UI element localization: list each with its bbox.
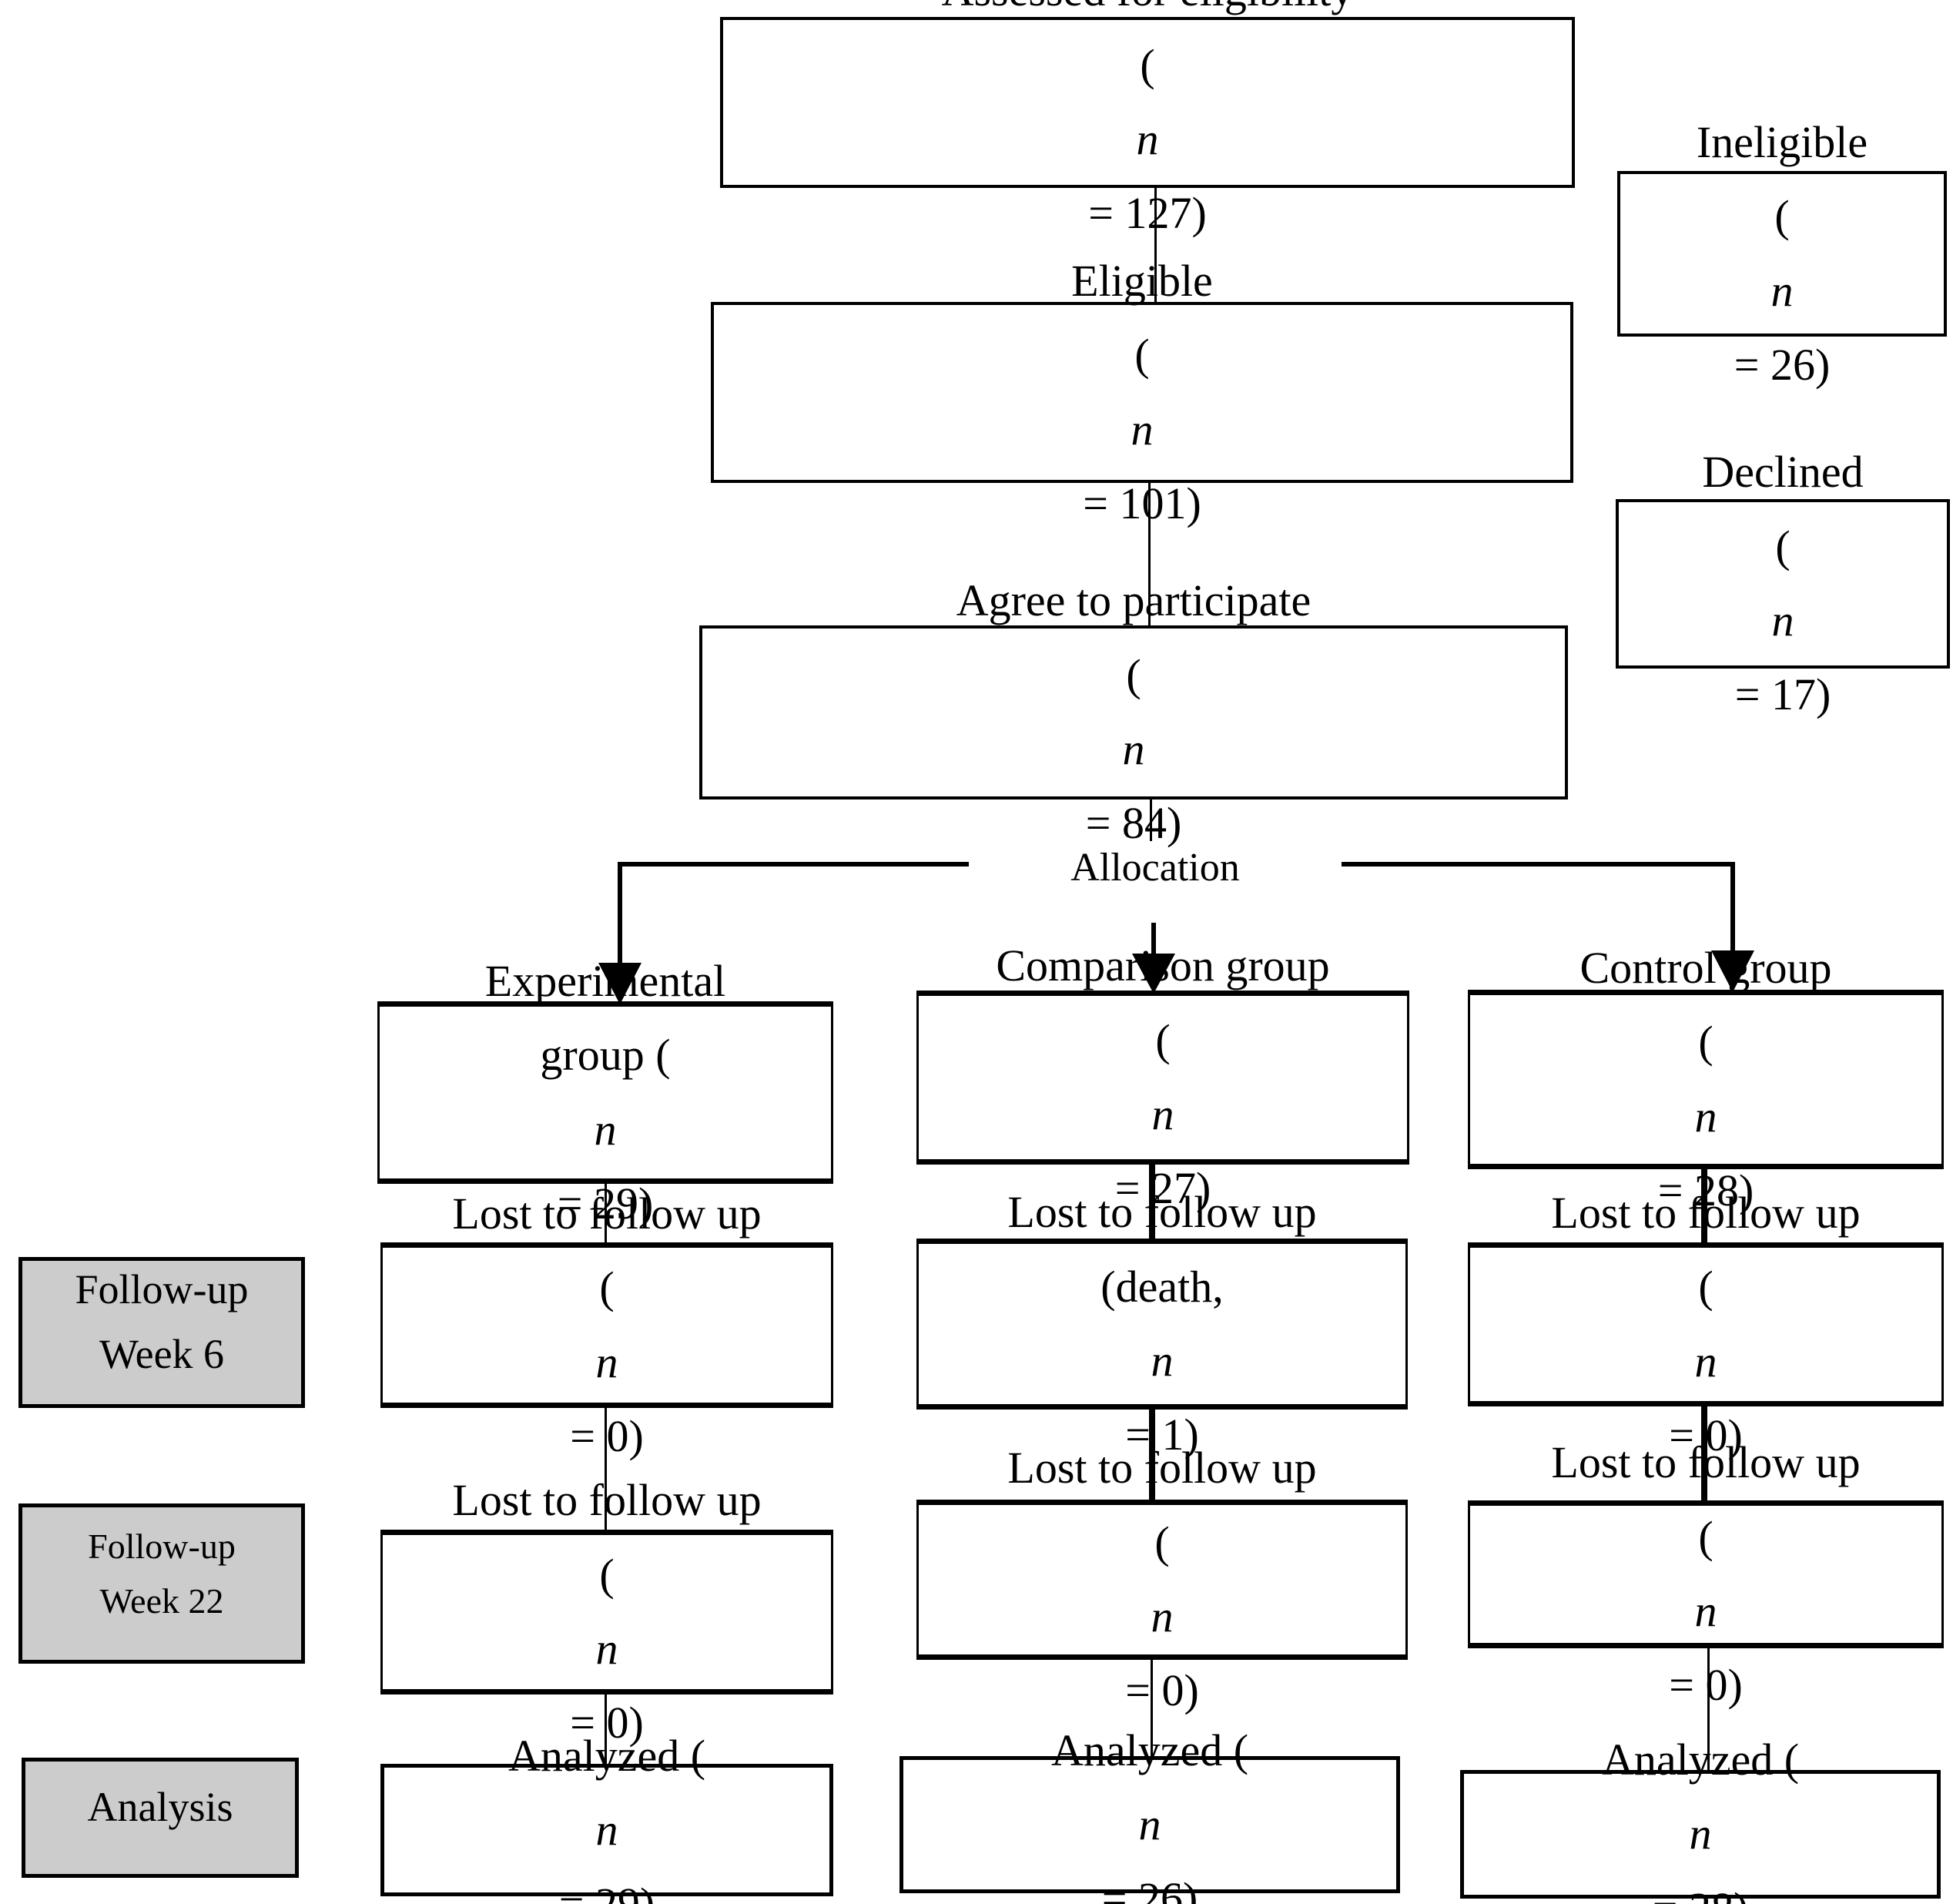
comparison-week6-box: Lost to follow up(death, n = 1) [916,1187,1408,1460]
experimental-week22-box: Lost to follow up(n = 0) [380,1475,833,1748]
allocation-line-right [1342,862,1735,867]
connector-comparison-to-week6 [1149,1165,1155,1240]
allocation-arrow-right-head-icon [1711,950,1754,992]
agree-to-participate-box: Agree to participate(n = 84) [699,575,1568,848]
connector-experimental-to-week6 [605,1184,607,1242]
experimental-week6-box: Lost to follow up(n = 0) [380,1188,833,1461]
allocation-line-left [620,862,969,867]
comparison-week22-box: Lost to follow up(n = 0) [916,1443,1408,1715]
control-week22-box: Lost to follow up(n = 0) [1468,1437,1944,1710]
eligible-box: Eligible(n = 101) [711,256,1573,528]
connector-experimental-week22-to-analysis [605,1694,607,1764]
connector-assessed-to-eligible [1154,188,1157,302]
connector-comparison-week6-to-week22 [1149,1410,1155,1500]
allocation-arrow-right-shaft [1730,862,1735,952]
comparison-analyzed-box: Analyzed (n = 26) [899,1725,1400,1904]
connector-experimental-week6-to-week22 [605,1408,607,1530]
control-group-box: Control group(n = 28) [1468,943,1944,1215]
connector-comparison-week22-to-analysis [1151,1660,1153,1756]
allocation-arrow-left-shaft [618,862,622,964]
assessed-eligibility-box: Assessed for eligibility(n = 127) [720,0,1575,238]
allocation-label: Allocation [1070,846,1240,890]
allocation-arrow-left-head-icon [598,963,642,1004]
experimental-analyzed-box: Analyzed (n = 29) [380,1731,833,1904]
connector-control-week22-to-analysis [1707,1648,1710,1770]
connector-eligible-to-agree [1148,483,1151,625]
allocation-arrow-middle-shaft [1151,923,1156,955]
ineligible-box: Ineligible(n = 26) [1617,117,1947,390]
control-week6-box: Lost to follow up(n = 0) [1468,1188,1944,1460]
connector-control-week6-to-week22 [1701,1406,1707,1500]
connector-control-to-week6 [1701,1169,1707,1242]
allocation-arrow-middle-head-icon [1132,954,1175,994]
comparison-group-box: Comparison group(n = 27) [916,940,1409,1213]
declined-box: Declined(n = 17) [1616,447,1950,719]
stage-label-analysis: Analysis [22,1758,299,1878]
control-analyzed-box: Analyzed (n = 28) [1460,1735,1941,1904]
connector-agree-to-allocation [1150,799,1152,841]
